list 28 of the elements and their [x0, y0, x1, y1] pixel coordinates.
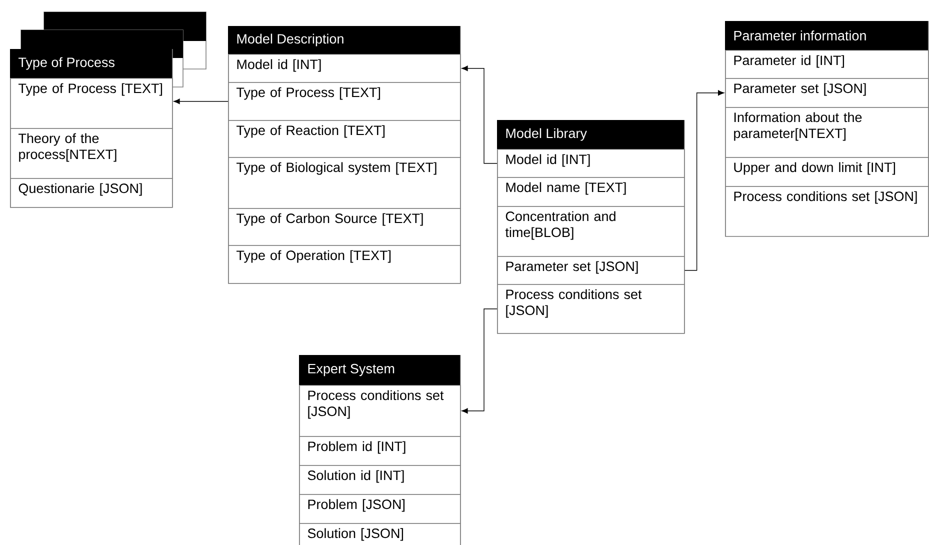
table-row: Questionarie [JSON]: [10, 178, 173, 208]
table-row: Process conditions set [JSON]: [497, 284, 685, 334]
arrow: [462, 66, 498, 164]
table-row: Type of Process [TEXT]: [10, 78, 173, 129]
arrow: [174, 98, 228, 104]
table-row: Theory of the process[NTEXT]: [10, 128, 173, 179]
table-row: Information about the parameter[NTEXT]: [725, 107, 929, 158]
table-row: Type of Biological system [TEXT]: [228, 157, 461, 209]
table-row: Type of Carbon Source [TEXT]: [228, 208, 461, 246]
table-row: Type of Operation [TEXT]: [228, 244, 461, 284]
table-row: Concentration and time[BLOB]: [497, 206, 685, 257]
table-row: Process conditions set [JSON]: [725, 186, 929, 237]
table-row: Parameter set [JSON]: [725, 78, 929, 108]
table-row: Type of Process [TEXT]: [228, 82, 461, 121]
table-row: Solution id [INT]: [299, 465, 461, 495]
table-row: Type of Reaction [TEXT]: [228, 120, 461, 158]
table-row: Model id [INT]: [497, 149, 685, 178]
table-row: Problem [JSON]: [299, 494, 461, 524]
table-row: Model id [INT]: [228, 54, 461, 83]
table-row: Process conditions set [JSON]: [299, 385, 461, 437]
table-row: Model name [TEXT]: [497, 177, 685, 207]
arrow: [462, 308, 498, 414]
table-row: Parameter id [INT]: [725, 50, 929, 79]
arrow: [684, 90, 724, 271]
table-row: Upper and down limit [INT]: [725, 157, 929, 187]
table-row: Parameter set [JSON]: [497, 256, 685, 285]
table-row: Solution [JSON]: [299, 523, 461, 545]
table-row: Problem id [INT]: [299, 436, 461, 466]
